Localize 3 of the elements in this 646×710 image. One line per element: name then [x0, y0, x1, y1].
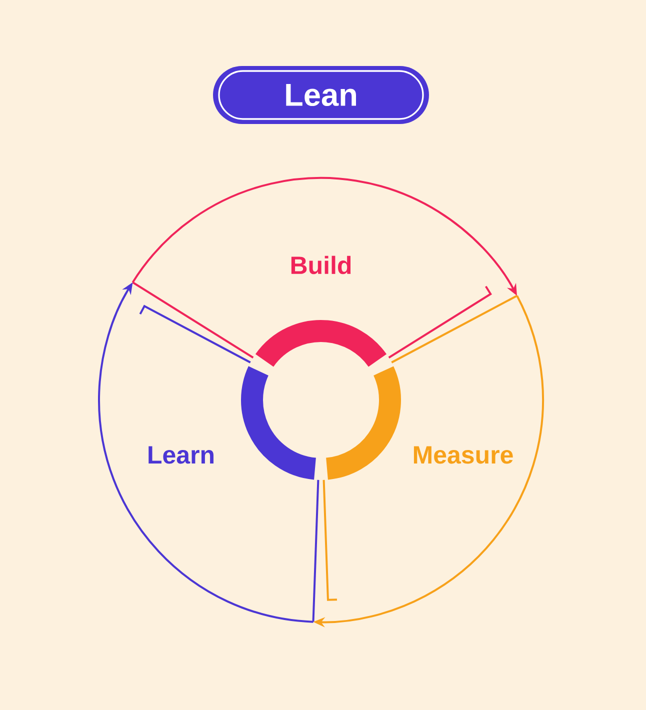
title-pill: Lean	[213, 66, 429, 124]
sector: Learn	[139, 304, 320, 622]
sector: Measure	[322, 294, 518, 601]
